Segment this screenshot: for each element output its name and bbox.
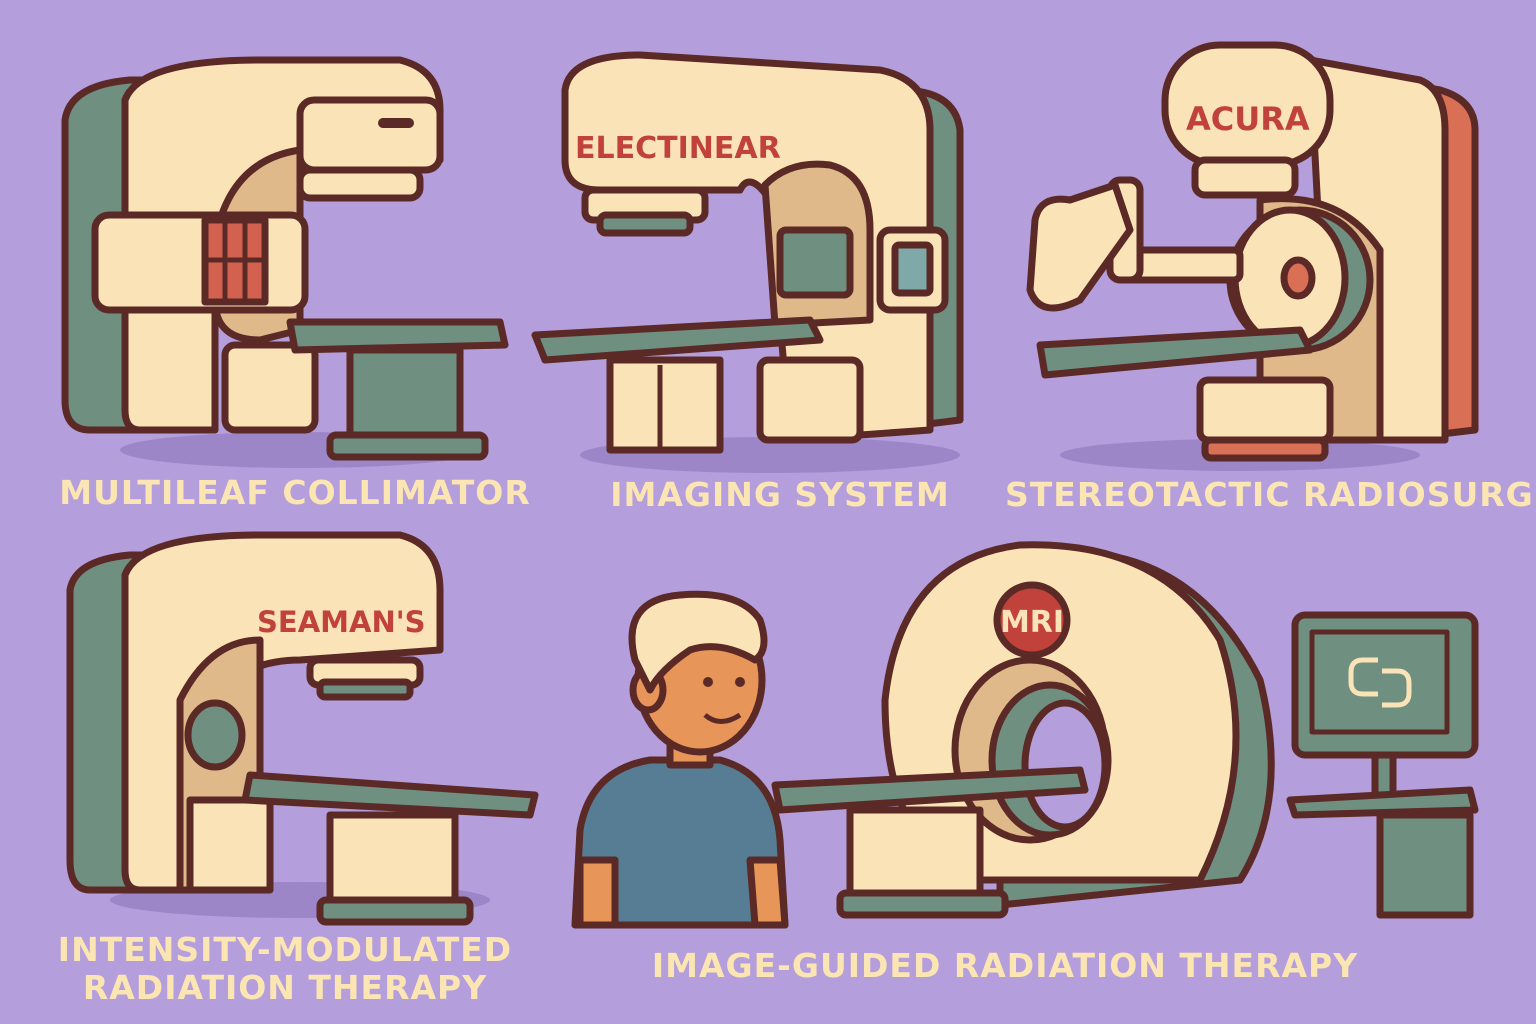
patient-figure (571, 590, 789, 929)
brand-seamans: SEAMAN'S (257, 605, 425, 639)
linac-imrt: SEAMAN'S (66, 531, 539, 926)
brand-acura: ACURA (1186, 100, 1310, 138)
brand-mri: MRI (1000, 605, 1064, 640)
label-radiation-therapy: RADIATION THERAPY (82, 968, 488, 1007)
python-logo-icon (1348, 657, 1412, 708)
mri-guided-system: MRI (771, 541, 1479, 919)
label-stereotactic-radiosurgery: STEREOTACTIC RADIOSURGERY (1005, 475, 1536, 514)
label-imaging-system: IMAGING SYSTEM (610, 475, 950, 514)
linac-multileaf-collimator (61, 56, 509, 468)
label-intensity-modulated: INTENSITY-MODULATED (57, 930, 513, 969)
linac-imaging-system: ELECTINEAR (531, 51, 964, 473)
stereotactic-radiosurgery-machine: ACURA (1026, 41, 1479, 471)
brand-electinear: ELECTINEAR (575, 131, 781, 166)
label-multileaf-collimator: MULTILEAF COLLIMATOR (59, 473, 531, 512)
label-image-guided-radiation-therapy: IMAGE-GUIDED RADIATION THERAPY (651, 946, 1359, 985)
